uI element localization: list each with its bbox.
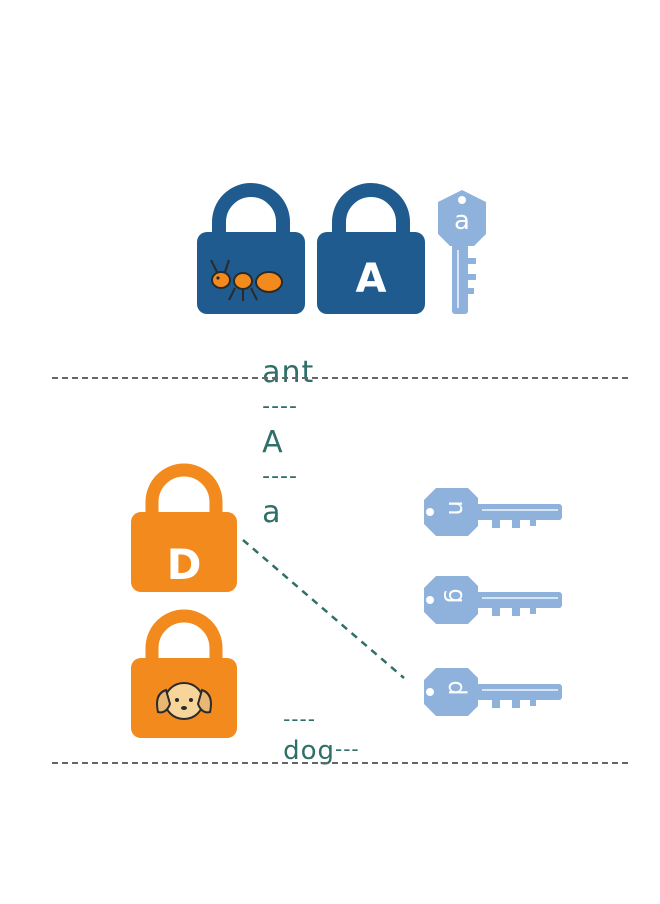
padlock-letter-d: D — [166, 540, 202, 589]
caption-dash: ---- — [283, 707, 316, 731]
ant-padlock — [197, 183, 305, 314]
puzzle-caption: ---- dog--- — [246, 676, 360, 796]
caption-dash: --- — [334, 737, 360, 761]
key-n[interactable] — [416, 482, 566, 542]
padlock-letter-upper: A — [355, 256, 387, 302]
caption-upper: A — [262, 425, 284, 460]
key-letter-g: g — [443, 588, 471, 604]
letter-a-padlock — [317, 183, 425, 314]
key-g[interactable] — [416, 570, 566, 630]
section-divider-top — [52, 377, 628, 379]
letter-d-padlock[interactable] — [130, 462, 238, 592]
caption-word-dog: dog — [283, 736, 335, 766]
key-d[interactable] — [416, 662, 566, 722]
key-letter-lower: a — [454, 206, 470, 236]
section-divider-bottom — [52, 762, 628, 764]
letter-a-key — [438, 190, 486, 314]
key-letter-d: d — [443, 680, 471, 696]
ant-icon — [210, 259, 283, 301]
caption-dash: ---- — [262, 394, 298, 419]
key-letter-n: n — [443, 500, 471, 516]
dog-padlock[interactable] — [130, 608, 238, 738]
caption-dash: ---- — [262, 464, 298, 489]
caption-lower: a — [262, 495, 282, 530]
example-caption: ant ---- A ---- a — [220, 320, 314, 565]
dog-face-icon — [156, 682, 212, 720]
caption-word: ant — [262, 355, 315, 390]
